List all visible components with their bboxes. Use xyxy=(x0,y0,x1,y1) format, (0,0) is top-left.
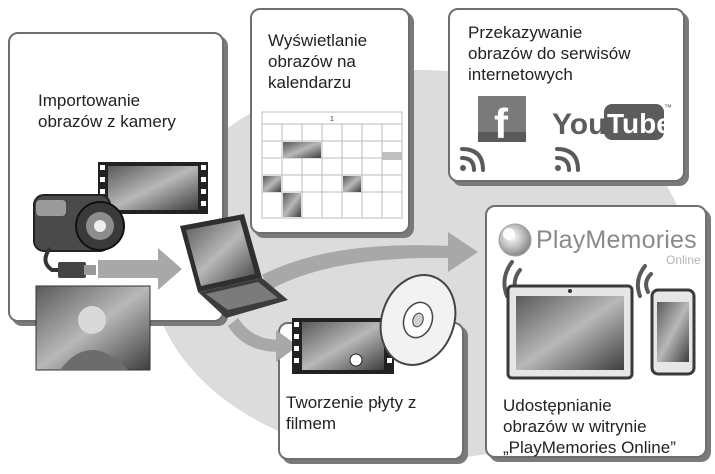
film-strip-icon xyxy=(98,162,208,214)
facebook-logo-icon xyxy=(478,96,526,142)
import-photo xyxy=(35,285,151,371)
import-label: Importowanie obrazów z kamery xyxy=(38,91,176,131)
arrow-camera-to-laptop xyxy=(98,248,182,290)
youtube-you-text: You xyxy=(552,108,606,141)
calendar-label: Wyświetlanie obrazów na kalendarzu xyxy=(268,31,368,92)
share-label: Udostępnianie obrazów w witrynie „PlayMe… xyxy=(503,396,676,457)
youtube-logo-icon: You Tube ™ xyxy=(552,103,672,141)
laptop-icon xyxy=(180,214,288,318)
calendar-grid xyxy=(261,111,403,219)
upload-panel xyxy=(448,8,685,182)
calendar-header: 1 xyxy=(330,116,334,123)
wifi-signal-icon xyxy=(460,147,485,172)
wifi-signal-icon xyxy=(555,147,580,172)
playmemories-online-label: Online xyxy=(666,253,701,267)
youtube-tube-text: Tube xyxy=(607,108,672,139)
arrow-laptop-to-disc xyxy=(228,318,298,362)
tablet-icon xyxy=(506,284,634,380)
phone-icon xyxy=(650,288,696,376)
usb-cable-icon xyxy=(43,246,96,278)
upload-label: Przekazywanie obrazów do serwisów intern… xyxy=(468,23,631,84)
disc-icon xyxy=(379,274,457,366)
youtube-tm-text: ™ xyxy=(664,103,672,112)
camcorder-icon xyxy=(33,194,125,252)
arrow-laptop-to-online xyxy=(262,232,478,290)
playmemories-title: PlayMemories xyxy=(536,226,697,254)
facebook-letter: f xyxy=(494,100,509,147)
disc-label: Tworzenie płyty z filmem xyxy=(286,393,417,433)
wifi-signal-icon xyxy=(635,264,653,298)
film-strip-icon xyxy=(292,318,394,374)
playmemories-logo-icon xyxy=(498,223,532,257)
